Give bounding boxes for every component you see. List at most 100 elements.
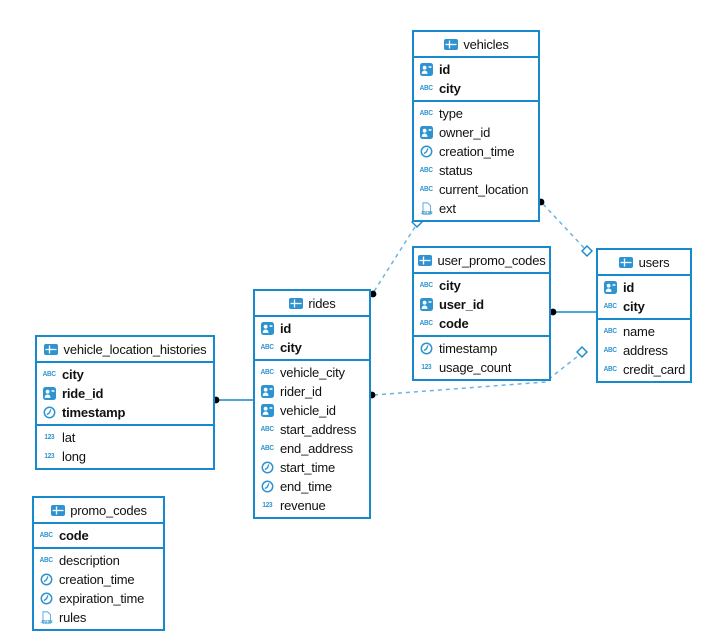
field-label: city xyxy=(439,278,461,293)
field-row-vehicle_id[interactable]: vehicle_id xyxy=(255,401,369,420)
table-grid-icon xyxy=(44,343,59,356)
field-row-creation_time[interactable]: creation_time xyxy=(34,570,163,589)
abc-icon: ABC xyxy=(419,320,434,327)
field-label: ext xyxy=(439,201,456,216)
field-label: start_time xyxy=(280,460,336,475)
abc-icon: ABC xyxy=(419,186,434,193)
abc-icon: ABC xyxy=(260,445,275,452)
field-row-description[interactable]: ABC description xyxy=(34,551,163,570)
table-grid-icon xyxy=(50,504,65,517)
field-row-rider_id[interactable]: rider_id xyxy=(255,382,369,401)
person-id-icon xyxy=(260,385,275,398)
field-label: vehicle_id xyxy=(280,403,336,418)
abc-icon: ABC xyxy=(260,344,275,351)
field-row-id[interactable]: id xyxy=(598,278,690,297)
field-label: usage_count xyxy=(439,360,512,375)
field-label: timestamp xyxy=(439,341,498,356)
123-icon: 123 xyxy=(44,453,55,460)
fields-section: ABC description creation_time expiration_… xyxy=(34,549,163,629)
field-row-timestamp[interactable]: timestamp xyxy=(37,403,213,422)
abc-icon: ABC xyxy=(39,557,54,564)
field-label: start_address xyxy=(280,422,357,437)
field-label: revenue xyxy=(280,498,326,513)
json-doc-icon: JSON xyxy=(39,611,54,624)
field-row-end_time[interactable]: end_time xyxy=(255,477,369,496)
field-row-code[interactable]: ABC code xyxy=(414,314,549,333)
field-row-rules[interactable]: JSON rules xyxy=(34,608,163,627)
field-row-revenue[interactable]: 123 revenue xyxy=(255,496,369,515)
field-row-owner_id[interactable]: owner_id xyxy=(414,123,538,142)
relation-line-vehicles-users xyxy=(542,203,586,250)
field-row-ext[interactable]: JSON ext xyxy=(414,199,538,218)
table-header[interactable]: users xyxy=(598,250,690,276)
table-header[interactable]: vehicles xyxy=(414,32,538,58)
field-label: rules xyxy=(59,610,87,625)
field-label: credit_card xyxy=(623,362,686,377)
field-label: id xyxy=(280,321,292,336)
relation-diamond-marker xyxy=(581,245,593,257)
abc-icon: ABC xyxy=(419,85,434,92)
table-header[interactable]: vehicle_location_histories xyxy=(37,337,213,363)
person-id-icon xyxy=(419,63,434,76)
field-row-id[interactable]: id xyxy=(255,319,369,338)
field-row-id[interactable]: id xyxy=(414,60,538,79)
field-row-user_id[interactable]: user_id xyxy=(414,295,549,314)
clock-icon xyxy=(39,592,54,605)
person-id-icon xyxy=(260,404,275,417)
field-row-ride_id[interactable]: ride_id xyxy=(37,384,213,403)
field-label: timestamp xyxy=(62,405,126,420)
table-header[interactable]: promo_codes xyxy=(34,498,163,524)
field-label: code xyxy=(439,316,469,331)
abc-icon: ABC xyxy=(42,371,57,378)
123-icon: 123 xyxy=(262,502,273,509)
svg-text:JSON: JSON xyxy=(421,210,433,215)
field-label: description xyxy=(59,553,120,568)
table-title: rides xyxy=(308,295,336,311)
table-header[interactable]: rides xyxy=(255,291,369,317)
clock-icon xyxy=(419,342,434,355)
field-row-start_time[interactable]: start_time xyxy=(255,458,369,477)
field-row-expiration_time[interactable]: expiration_time xyxy=(34,589,163,608)
field-row-timestamp[interactable]: timestamp xyxy=(414,339,549,358)
field-row-creation_time[interactable]: creation_time xyxy=(414,142,538,161)
table-header[interactable]: user_promo_codes xyxy=(414,248,549,274)
field-label: ride_id xyxy=(62,386,104,401)
clock-icon xyxy=(260,480,275,493)
table-grid-icon xyxy=(288,297,303,310)
clock-icon xyxy=(419,145,434,158)
person-id-icon xyxy=(603,281,618,294)
abc-icon: ABC xyxy=(603,328,618,335)
abc-icon: ABC xyxy=(419,110,434,117)
